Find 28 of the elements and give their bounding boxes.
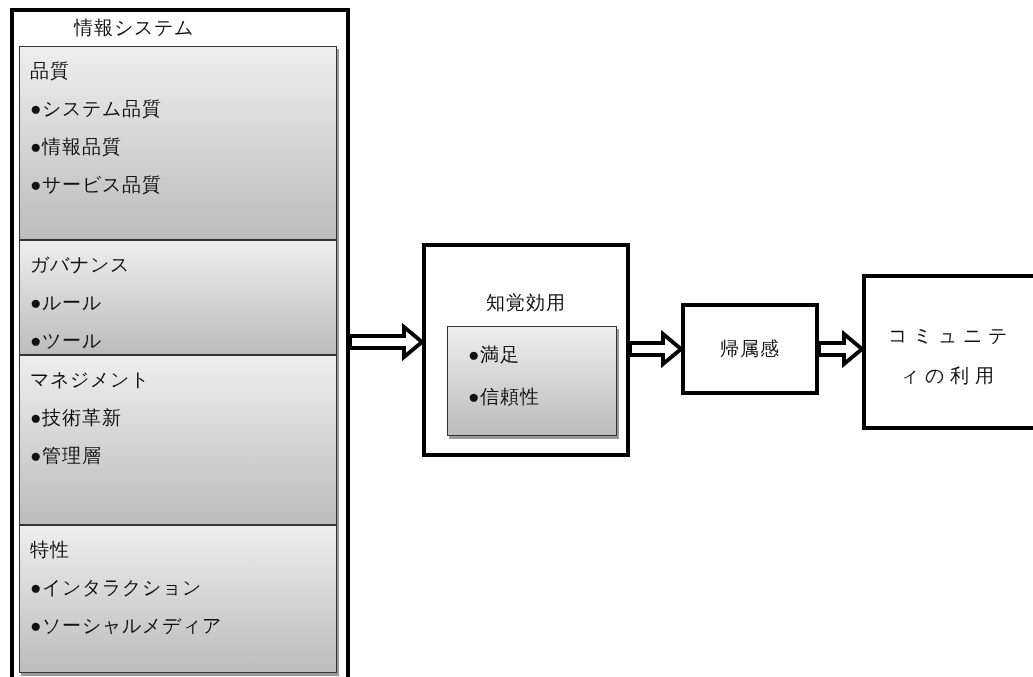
bullet-item: ●システム品質 <box>30 97 163 121</box>
bullet-item: ●ツール <box>30 329 103 353</box>
item-panel <box>447 326 617 436</box>
category-panel <box>19 240 337 355</box>
panel-heading: ガバナンス <box>30 253 130 277</box>
bullet-item: ●ルール <box>30 291 103 315</box>
bullet-item: ●技術革新 <box>30 406 123 430</box>
process-box <box>681 303 819 395</box>
panel-heading: 特性 <box>30 538 70 562</box>
box-title: 情報システム <box>74 16 194 40</box>
bullet-item: ●満足 <box>468 343 521 367</box>
bullet-item: ●サービス品質 <box>30 173 163 197</box>
bullet-item: ●管理層 <box>30 444 103 468</box>
box-title: 知覚効用 <box>485 291 567 315</box>
bullet-item: ●信頼性 <box>468 385 541 409</box>
category-panel <box>19 355 337 525</box>
bullet-item: ●ソーシャルメディア <box>30 614 223 638</box>
category-panel <box>19 46 337 240</box>
utility-box <box>422 243 630 457</box>
category-panel <box>19 525 337 673</box>
panel-heading: 品質 <box>30 59 70 83</box>
process-box <box>862 274 1033 430</box>
bullet-item: ●インタラクション <box>30 576 203 600</box>
panel-heading: マネジメント <box>30 368 150 392</box>
bullet-item: ●情報品質 <box>30 135 123 159</box>
box-title: コミュニティの利用 <box>886 324 1014 388</box>
system-box <box>10 8 350 677</box>
box-title: 帰属感 <box>719 337 781 361</box>
